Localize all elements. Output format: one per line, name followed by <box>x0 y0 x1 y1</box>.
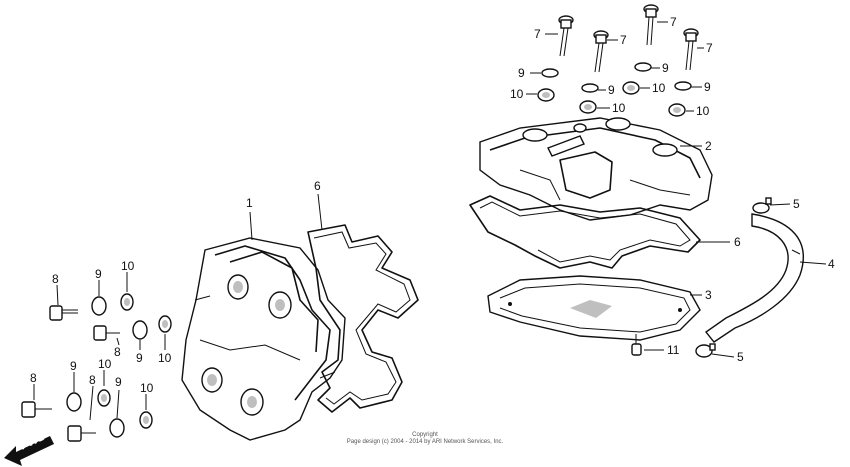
callout-10-h: 10 <box>696 104 710 118</box>
callout-8-b: 8 <box>114 345 121 359</box>
breather-hose <box>704 213 804 343</box>
callout-7-b: 7 <box>620 33 627 47</box>
grommet-icon <box>97 389 111 407</box>
callout-10-b: 10 <box>158 351 172 365</box>
bolt-icon <box>631 334 642 356</box>
callout-10-d: 10 <box>140 381 154 395</box>
grommet-icon <box>579 100 597 114</box>
callout-7-c: 7 <box>670 15 677 29</box>
forward-direction-arrow-icon <box>4 436 54 466</box>
callout-10-a: 10 <box>121 259 135 273</box>
callout-9-g: 9 <box>662 61 669 75</box>
bolt-icon <box>558 15 574 57</box>
callout-11: 11 <box>667 343 680 357</box>
left-hardware-set: 8 9 10 8 9 10 8 <box>21 259 172 442</box>
callout-6-left: 6 <box>314 179 321 193</box>
washer-icon <box>132 320 148 340</box>
washer-icon <box>581 83 599 93</box>
callout-6-right: 6 <box>734 235 741 249</box>
bolt-icon <box>643 4 659 46</box>
breather-plate <box>487 275 701 341</box>
grommet-icon <box>158 315 172 333</box>
callout-3: 3 <box>705 288 712 302</box>
hose-clamp-top <box>752 197 772 214</box>
bolt-icon <box>49 305 78 321</box>
callout-5-bottom: 5 <box>737 350 744 364</box>
callout-9-b: 9 <box>136 351 143 365</box>
leader-5-top <box>769 203 791 206</box>
callout-7-a: 7 <box>534 27 541 41</box>
copyright-line-2: Page design (c) 2004 - 2014 by ARI Netwo… <box>347 439 504 445</box>
callout-10-c: 10 <box>98 357 112 371</box>
callout-8-a: 8 <box>52 272 59 286</box>
copyright-line-1: Copyright <box>412 432 438 438</box>
hose-clamp-bottom <box>695 343 716 358</box>
cylinder-head-cover-gasket-right <box>469 195 701 269</box>
callout-10-g: 10 <box>652 81 666 95</box>
washer-icon <box>634 62 652 72</box>
leader-4 <box>799 261 827 265</box>
callout-1: 1 <box>246 196 253 210</box>
top-hardware-set: 7 9 10 7 9 10 <box>510 4 713 118</box>
grommet-icon <box>120 293 134 311</box>
cylinder-head-cover-left <box>181 237 346 441</box>
washer-icon <box>91 296 107 316</box>
leader-6-left <box>317 193 323 231</box>
callout-2: 2 <box>705 139 712 153</box>
callout-4: 4 <box>828 257 835 271</box>
washer-icon <box>109 418 125 438</box>
bolt-icon <box>593 30 609 73</box>
callout-9-c: 9 <box>70 359 77 373</box>
washer-icon <box>66 392 82 412</box>
callout-9-f: 9 <box>608 83 615 97</box>
callout-5-top: 5 <box>793 197 800 211</box>
bolt-icon <box>21 401 52 418</box>
grommet-icon <box>537 88 555 102</box>
bolt-icon <box>67 425 96 442</box>
cylinder-head-cover-gasket-left <box>307 224 419 413</box>
bolt-icon <box>683 28 699 71</box>
callout-10-e: 10 <box>510 87 524 101</box>
grommet-icon <box>139 411 153 429</box>
leader-5-bottom <box>711 353 735 358</box>
callout-8-d: 8 <box>89 373 96 387</box>
callout-10-f: 10 <box>612 101 626 115</box>
callout-9-e: 9 <box>518 66 525 80</box>
callout-9-h: 9 <box>704 80 711 94</box>
callout-8-c: 8 <box>30 371 37 385</box>
bolt-icon <box>93 325 120 341</box>
callout-7-d: 7 <box>706 41 713 55</box>
grommet-icon <box>668 103 686 117</box>
cylinder-head-cover-right <box>479 117 713 221</box>
callout-9-d: 9 <box>115 375 122 389</box>
washer-icon <box>541 68 559 78</box>
leader-1 <box>249 211 253 241</box>
washer-icon <box>674 81 692 91</box>
callout-9-a: 9 <box>95 267 102 281</box>
grommet-icon <box>622 81 640 95</box>
